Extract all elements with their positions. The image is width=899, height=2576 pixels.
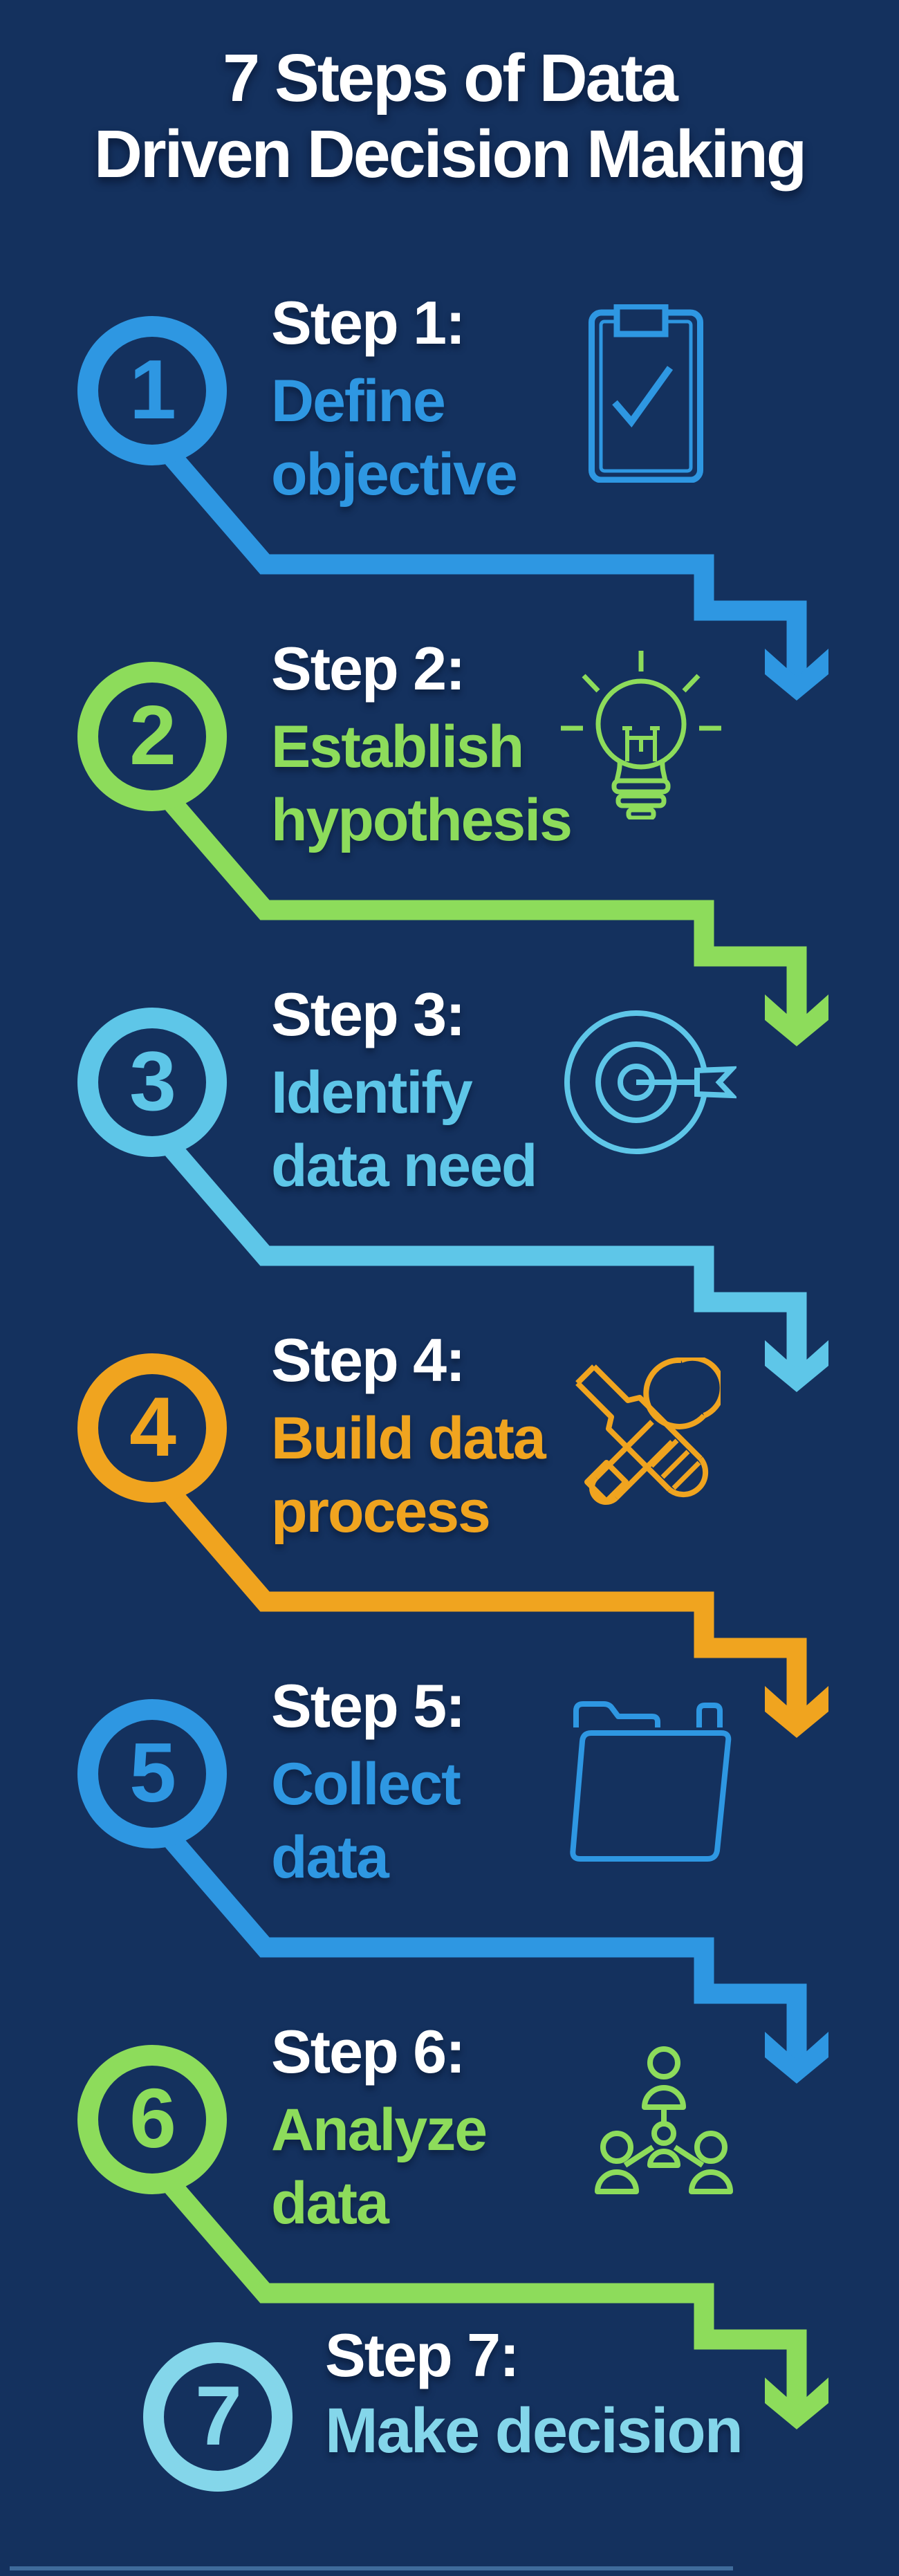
step-number-badge: 2 xyxy=(77,662,227,811)
connector-step-5 xyxy=(165,1834,828,2084)
connector-step-2 xyxy=(165,797,828,1046)
title-line-1: 7 Steps of Data xyxy=(223,40,678,115)
step-label: Step 6: xyxy=(271,2017,465,2086)
step-subtitle-line: Collect xyxy=(271,1751,461,1817)
step-number-badge: 1 xyxy=(77,316,227,465)
step-label: Step 5: xyxy=(271,1671,465,1740)
people-network-icon xyxy=(595,2046,733,2194)
connector-step-1 xyxy=(165,451,828,701)
step-subtitle-line: data xyxy=(271,1824,389,1891)
step-subtitle-line: objective xyxy=(271,441,518,508)
step-number: 3 xyxy=(129,1034,176,1128)
lightbulb-icon xyxy=(561,651,721,819)
target-arrow-icon xyxy=(564,1010,736,1154)
step-number: 1 xyxy=(129,342,176,436)
step-number-badge: 6 xyxy=(77,2045,227,2194)
step-subtitle-line: data need xyxy=(271,1133,537,1199)
bottom-divider-line xyxy=(10,2566,733,2570)
tools-icon xyxy=(575,1358,721,1505)
connector-step-6 xyxy=(165,2180,828,2429)
step-subtitle-line: Analyze xyxy=(271,2097,488,2163)
step-label: Step 2: xyxy=(271,634,465,703)
step-subtitle-line: hypothesis xyxy=(271,787,573,853)
step-subtitle-line: Define xyxy=(271,368,446,434)
step-subtitle-line: Make decision xyxy=(325,2396,743,2466)
step-subtitle-line: data xyxy=(271,2170,389,2236)
step-label: Step 3: xyxy=(271,980,465,1048)
step-number: 4 xyxy=(129,1380,176,1474)
step-number-badge: 4 xyxy=(77,1353,227,1503)
connector-step-3 xyxy=(165,1142,828,1392)
step-label: Step 4: xyxy=(271,1326,465,1394)
step-label: Step 7: xyxy=(325,2321,519,2389)
step-number: 7 xyxy=(195,2369,242,2463)
title-line-2: Driven Decision Making xyxy=(93,116,807,192)
step-number: 6 xyxy=(129,2071,176,2165)
step-number-badge: 3 xyxy=(77,1008,227,1157)
step-subtitle-line: Establish xyxy=(271,714,524,780)
step-subtitle-line: Identify xyxy=(271,1059,473,1126)
step-subtitle-line: process xyxy=(271,1479,491,1545)
clipboard-check-icon xyxy=(588,304,703,483)
folder-icon xyxy=(570,1701,732,1862)
step-label: Step 1: xyxy=(271,288,465,357)
step-number-badge: 5 xyxy=(77,1699,227,1848)
page-title: 7 Steps of Data Driven Decision Making xyxy=(0,40,899,192)
step-subtitle-line: Build data xyxy=(271,1405,546,1472)
step-number: 2 xyxy=(129,688,176,782)
connector-step-4 xyxy=(165,1488,828,1738)
step-number: 5 xyxy=(129,1725,176,1819)
step-number-badge: 7 xyxy=(143,2342,293,2492)
